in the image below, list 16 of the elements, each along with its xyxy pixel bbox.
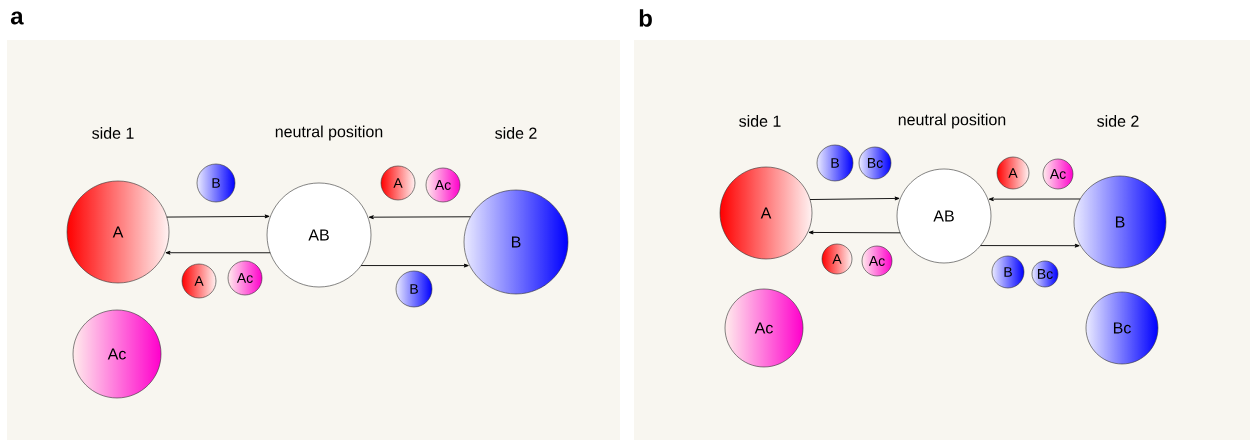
column-heading: neutral position — [275, 125, 383, 141]
arrow — [980, 243, 1080, 248]
arrow — [165, 250, 271, 255]
arrow — [988, 197, 1081, 202]
column-heading: side 2 — [495, 127, 537, 139]
panel-letter: a — [10, 11, 24, 25]
arrow — [368, 215, 471, 220]
arrow — [166, 214, 270, 219]
column-heading: side 1 — [739, 115, 781, 127]
column-heading: neutral position — [898, 113, 1006, 129]
arrow — [808, 230, 901, 235]
column-heading: side 2 — [1097, 115, 1139, 127]
panel-letter: b — [639, 9, 652, 27]
column-heading: side 1 — [92, 127, 134, 139]
arrow — [809, 196, 900, 201]
arrow — [360, 263, 469, 268]
